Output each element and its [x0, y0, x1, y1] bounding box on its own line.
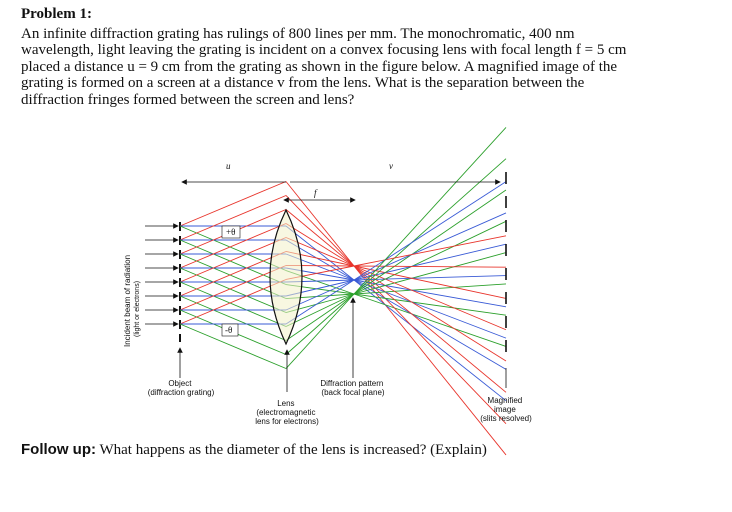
blue-ray-image — [353, 181, 507, 281]
followup-text: What happens as the diameter of the lens… — [95, 442, 487, 458]
green-ray-focused — [285, 293, 355, 355]
red-ray-image — [353, 265, 507, 424]
green-ray-incident — [179, 323, 287, 369]
red-ray-focused — [285, 209, 355, 267]
red-ray-incident — [179, 279, 287, 325]
image-label: Magnified image (slits resolved) — [480, 396, 532, 423]
red-ray-focused — [285, 195, 355, 267]
green-ray-focused — [285, 293, 355, 341]
blue-ray-image — [353, 279, 507, 402]
problem-title: Problem 1: — [21, 6, 92, 22]
u-label: u — [226, 161, 231, 171]
blue-ray-image — [353, 279, 507, 370]
red-ray-incident — [179, 265, 287, 311]
pattern-label: Diffraction pattern (back focal plane) — [320, 379, 385, 397]
incident-beam-label: Incident beam of radiation (light or ele… — [123, 253, 141, 347]
red-ray-incident — [179, 181, 287, 227]
green-ray-image — [353, 220, 507, 295]
green-ray-incident — [179, 295, 287, 341]
blue-ray-image — [353, 279, 507, 339]
problem-line: grating is formed on a screen at a dista… — [21, 75, 585, 92]
problem-line: An infinite diffraction grating has ruli… — [21, 26, 575, 42]
red-ray-incident — [179, 237, 287, 283]
convex-lens — [269, 208, 303, 346]
red-ray-image — [353, 265, 507, 268]
green-ray-focused — [285, 293, 355, 369]
plus-theta-marker: +θ — [221, 225, 241, 239]
problem-line: diffraction fringes formed between the s… — [21, 91, 355, 108]
problem-line: placed a distance u = 9 cm from the grat… — [21, 58, 618, 75]
green-ray-incident — [179, 239, 287, 285]
green-ray-image — [353, 127, 507, 295]
red-ray-focused — [285, 181, 355, 267]
red-ray-incident — [179, 251, 287, 297]
minus-theta-marker: -θ — [221, 323, 239, 337]
red-ray-image — [353, 265, 507, 362]
diffracted-rays — [179, 127, 507, 456]
green-ray-focused — [285, 293, 355, 327]
green-ray-incident — [179, 281, 287, 327]
green-ray-image — [353, 158, 507, 295]
green-ray-image — [353, 283, 507, 295]
green-ray-image — [353, 252, 507, 295]
blue-ray-focused — [285, 225, 355, 281]
red-ray-image — [353, 265, 507, 456]
lens-label: Lens (electromagnetic lens for electrons… — [255, 399, 319, 426]
object-label: Object (diffraction grating) — [148, 379, 215, 397]
green-ray-incident — [179, 225, 287, 271]
green-ray-incident — [179, 267, 287, 313]
green-ray-image — [353, 293, 507, 316]
incident-beam-arrows — [145, 223, 179, 327]
green-ray-incident — [179, 253, 287, 299]
followup-question: Follow up: What happens as the diameter … — [21, 441, 487, 459]
green-ray-image — [353, 293, 507, 347]
green-ray-image — [353, 189, 507, 295]
blue-ray-image — [353, 212, 507, 281]
problem-line: wavelength, light leaving the grating is… — [21, 42, 627, 59]
svg-text:-θ: -θ — [225, 325, 232, 335]
f-label: f — [314, 188, 318, 198]
v-label: v — [389, 161, 393, 171]
red-ray-image — [353, 235, 507, 267]
problem-statement: An infinite diffraction grating has ruli… — [21, 26, 711, 108]
red-ray-incident — [179, 223, 287, 269]
blue-ray-image — [353, 243, 507, 281]
blue-ray-focused — [285, 279, 355, 325]
red-ray-incident — [179, 195, 287, 241]
blue-ray-image — [353, 279, 507, 308]
svg-text:+θ: +θ — [226, 227, 235, 237]
followup-prefix: Follow up: — [21, 441, 96, 458]
blue-ray-image — [353, 275, 507, 281]
red-ray-focused — [285, 223, 355, 267]
